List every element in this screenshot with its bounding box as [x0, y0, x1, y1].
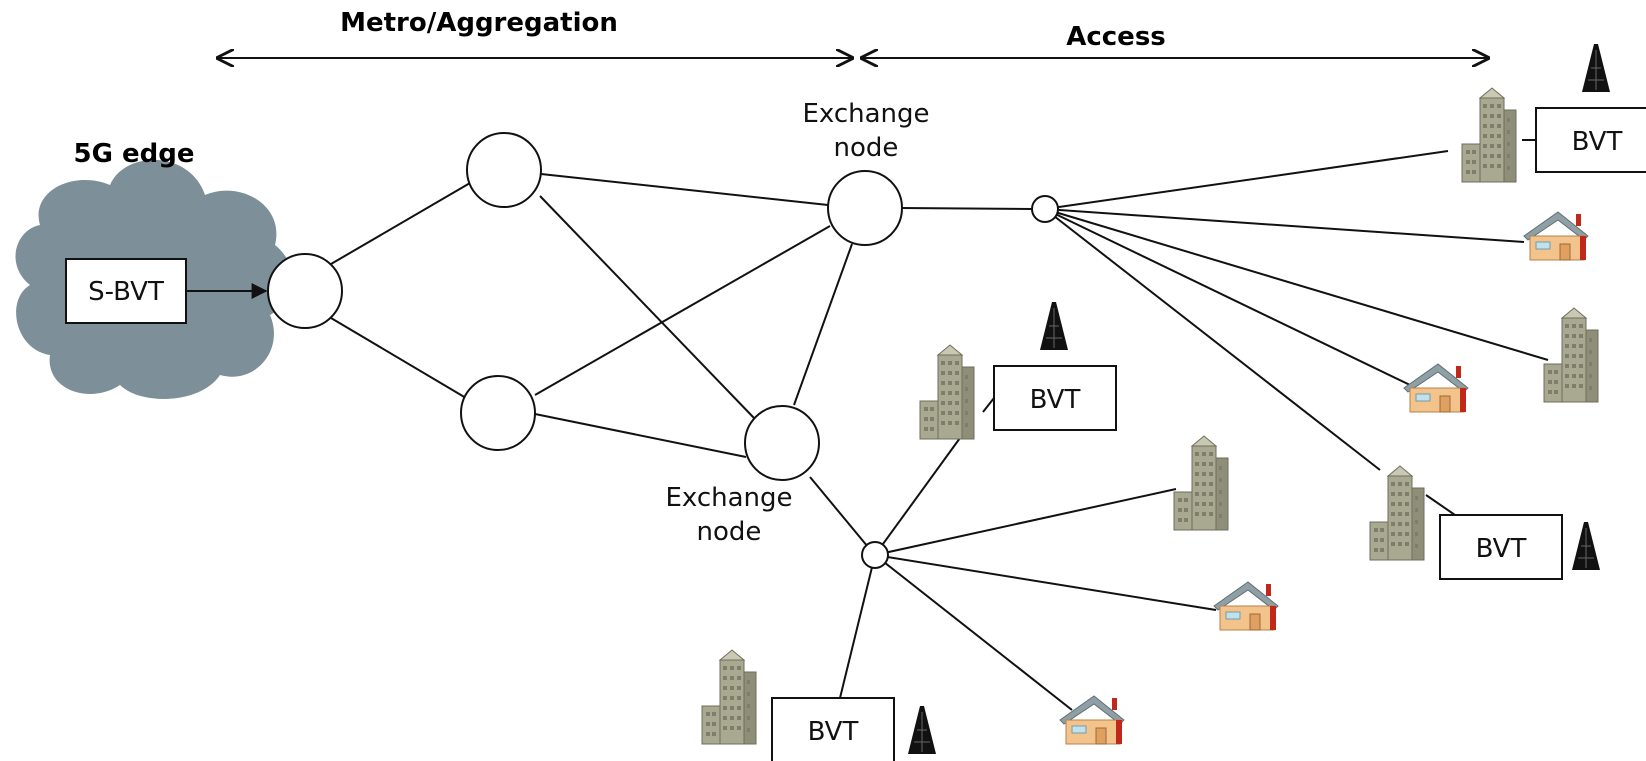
metro-node-lower — [460, 375, 536, 451]
bvt-box — [1439, 514, 1563, 580]
cell-tower-icon — [1039, 301, 1069, 351]
bvt-box — [1535, 107, 1646, 173]
cell-tower-icon — [907, 705, 937, 755]
building-icon — [1543, 307, 1599, 403]
metro-aggregation-label: Metro/Aggregation — [340, 8, 618, 38]
upper-splitter-links — [1044, 150, 1549, 516]
bvt-label: BVT — [1476, 534, 1527, 564]
metro-node-upper — [466, 132, 542, 208]
cell-tower-icon — [1581, 43, 1611, 93]
exchange-node-lower-label-line2: node — [697, 517, 762, 547]
exchange-node-upper — [827, 170, 903, 246]
mesh-links — [330, 173, 1033, 548]
building-icon — [1173, 435, 1229, 531]
bvt-label: BVT — [1572, 127, 1623, 157]
exchange-node-upper-label-line2: node — [834, 133, 899, 163]
bvt-label: BVT — [808, 717, 859, 747]
building-icon — [1461, 87, 1517, 183]
bvt-box — [771, 697, 895, 761]
building-icon — [1369, 465, 1425, 561]
splitter-lower — [861, 541, 889, 569]
s-bvt-label: S-BVT — [88, 277, 164, 307]
edge-aggregation-node — [267, 253, 343, 329]
5g-edge-label: 5G edge — [74, 139, 195, 169]
house-icon — [1403, 363, 1469, 413]
splitter-upper — [1031, 195, 1059, 223]
bvt-label: BVT — [1030, 385, 1081, 415]
access-label: Access — [1066, 22, 1166, 52]
exchange-node-upper-label: Exchange — [802, 99, 929, 129]
exchange-node-lower — [744, 405, 820, 481]
bvt-box — [993, 365, 1117, 431]
building-icon — [919, 344, 975, 440]
cell-tower-icon — [1571, 521, 1601, 571]
house-icon — [1059, 695, 1125, 745]
house-icon — [1213, 581, 1279, 631]
building-icon — [701, 649, 757, 745]
exchange-node-lower-label: Exchange — [665, 483, 792, 513]
s-bvt-box — [65, 258, 187, 324]
lower-splitter-links — [839, 397, 1217, 711]
house-icon — [1523, 211, 1589, 261]
